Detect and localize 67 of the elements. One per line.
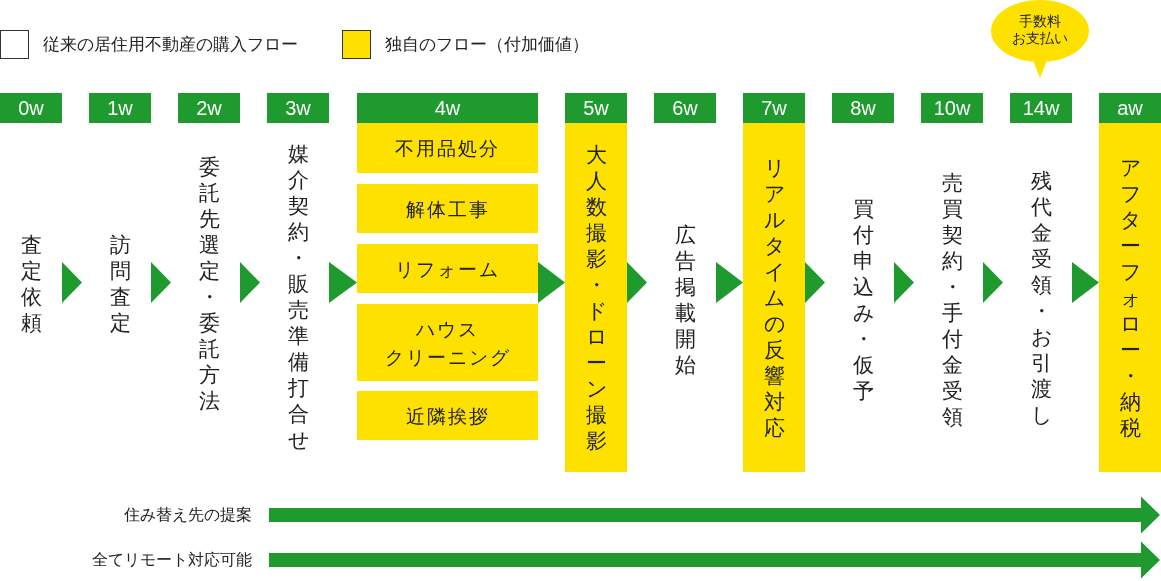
step-label: 残代金受領・お引渡し	[1003, 168, 1072, 428]
step-label: 委託先選定・委託方法	[171, 154, 240, 414]
step-label: 媒介契約・販売準備打合せ	[260, 141, 329, 453]
flow-arrow	[538, 262, 565, 303]
week-label: 0w	[18, 97, 44, 119]
week-header	[178, 93, 240, 123]
week-header	[832, 93, 894, 123]
timeline-label: 全てリモート対応可能	[92, 550, 269, 570]
timeline-label: 住み替え先の提案	[124, 505, 269, 525]
flow-arrow	[716, 262, 743, 303]
week-header	[654, 93, 716, 123]
step-label: 訪問査定	[82, 232, 151, 336]
step-label: 売買契約・手付金受領	[914, 170, 983, 430]
week-label: 10w	[933, 97, 971, 119]
week-label: 7w	[761, 97, 787, 119]
flow-arrow	[627, 262, 647, 303]
week-label: 14w	[1022, 97, 1060, 119]
week-label: 6w	[672, 97, 698, 119]
week-header	[357, 93, 538, 123]
week-label: 2w	[196, 97, 222, 119]
week-header	[1010, 93, 1072, 123]
step-label: 近隣挨拶	[405, 403, 490, 429]
flow-arrow	[62, 262, 82, 303]
week-header	[565, 93, 627, 123]
week-header	[1099, 93, 1161, 123]
step-box	[357, 123, 538, 173]
step-label: リフォーム	[395, 256, 500, 282]
week-header	[267, 93, 329, 123]
flow-arrow	[329, 262, 357, 303]
timeline-arrow	[269, 496, 1160, 534]
week-header	[89, 93, 151, 123]
step-label: リアルタイムの反響対応	[763, 154, 785, 441]
flow-arrow	[240, 262, 260, 303]
step-label: 広告掲載開始	[647, 222, 716, 378]
timeline-arrow	[269, 541, 1160, 579]
step-band	[565, 123, 627, 472]
speech-bubble	[991, 0, 1089, 78]
week-label: aw	[1117, 97, 1143, 119]
legend-label: 独自のフロー（付加価値）	[385, 33, 589, 55]
flow-arrow	[805, 262, 825, 303]
week-label: 3w	[285, 97, 311, 119]
step-label: 不用品処分	[395, 136, 500, 161]
legend-label: 従来の居住用不動産の購入フロー	[43, 33, 298, 55]
step-box	[357, 244, 538, 293]
flow-arrow	[983, 262, 1003, 303]
week-header	[743, 93, 805, 123]
step-band	[743, 123, 805, 472]
flow-arrow	[894, 262, 914, 303]
week-header	[921, 93, 983, 123]
step-label: 査定依頼	[0, 232, 62, 336]
step-box	[357, 184, 538, 233]
step-box	[357, 391, 538, 440]
bubble-label: 手数料お支払い	[1012, 13, 1068, 47]
week-label: 1w	[107, 97, 133, 119]
step-label: 買付申込み・仮予	[825, 196, 894, 404]
step-label: 解体工事	[405, 196, 490, 222]
step-label: アフターフォロー・納税	[1119, 154, 1141, 441]
step-band	[1099, 123, 1161, 472]
flow-arrow	[1072, 262, 1099, 303]
step-label: 大人数撮影・ドローン撮影	[585, 141, 607, 454]
step-box	[357, 304, 538, 381]
week-label: 5w	[583, 97, 609, 119]
flow-arrow	[151, 262, 171, 303]
week-header	[0, 93, 62, 123]
week-label: 8w	[850, 97, 876, 119]
week-label: 4w	[434, 97, 461, 119]
step-label: ハウスクリーニング	[384, 316, 511, 370]
